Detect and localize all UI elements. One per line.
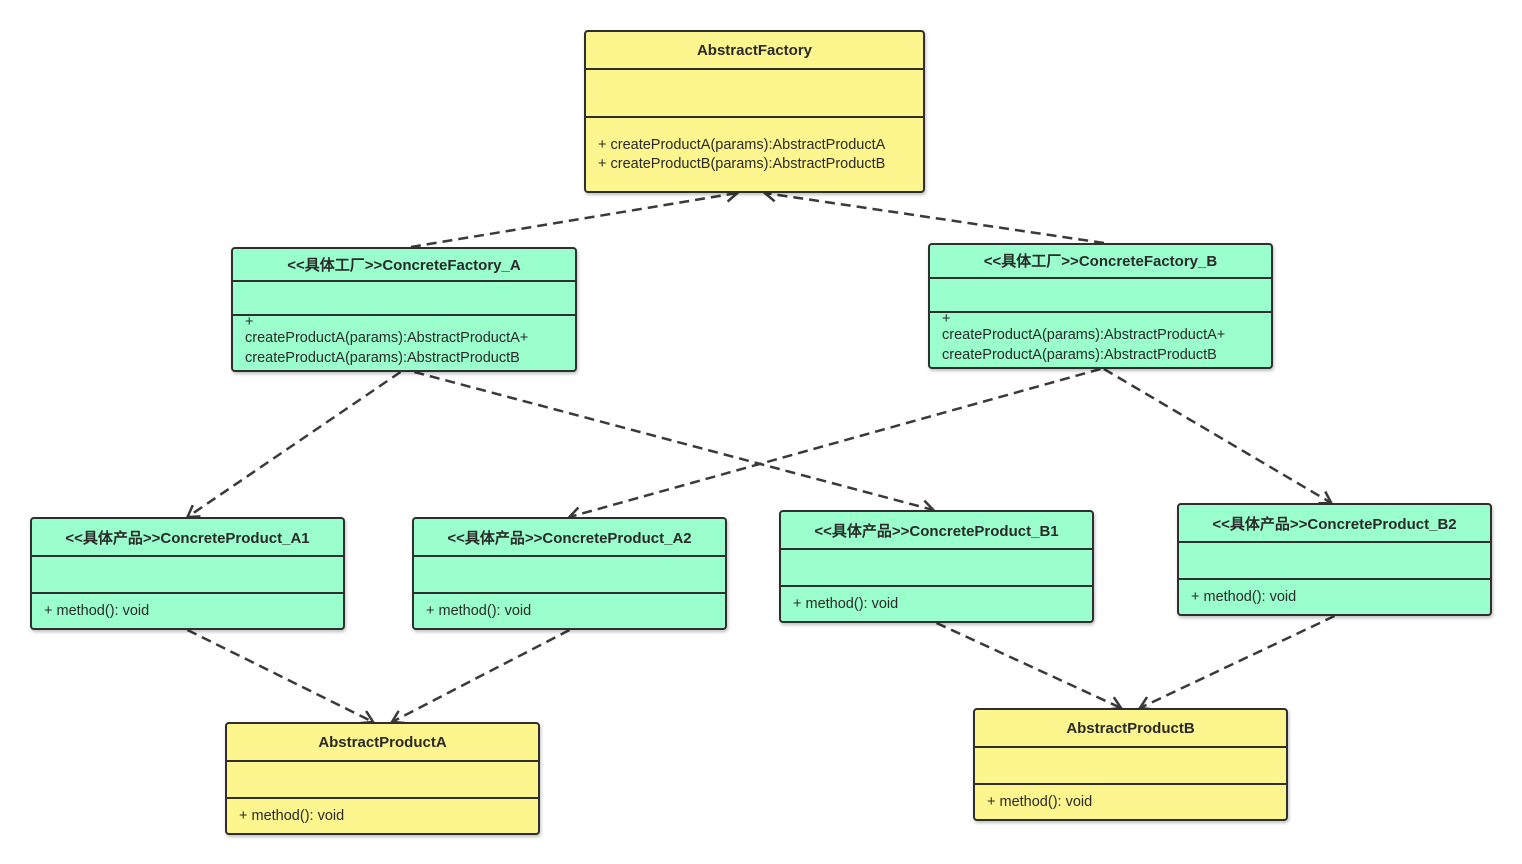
class-attributes bbox=[930, 279, 1271, 313]
class-concrete-product-b2[interactable]: <<具体产品>>ConcreteProduct_B2 + method(): v… bbox=[1177, 503, 1492, 616]
class-attributes bbox=[233, 282, 575, 316]
class-operations: + createProductA(params):AbstractProduct… bbox=[233, 314, 575, 370]
class-name: <<具体工厂>>ConcreteFactory_A bbox=[233, 249, 575, 283]
class-concrete-product-a2[interactable]: <<具体产品>>ConcreteProduct_A2 + method(): v… bbox=[412, 517, 727, 630]
relation-line-dependency bbox=[569, 367, 1101, 519]
class-name: <<具体产品>>ConcreteProduct_A2 bbox=[414, 519, 725, 557]
operation: + method(): void bbox=[1191, 588, 1297, 605]
class-name: <<具体产品>>ConcreteProduct_B2 bbox=[1179, 505, 1490, 543]
class-name: <<具体产品>>ConcreteProduct_A1 bbox=[32, 519, 343, 557]
operation: + createProductB(params):AbstractProduct… bbox=[598, 155, 886, 172]
class-operations: + method(): void bbox=[781, 587, 1092, 621]
class-name: <<具体产品>>ConcreteProduct_B1 bbox=[781, 512, 1092, 550]
operation: createProductA(params):AbstractProductB bbox=[245, 349, 520, 366]
class-abstract-product-a[interactable]: AbstractProductA + method(): void bbox=[225, 722, 540, 835]
class-concrete-factory-b[interactable]: <<具体工厂>>ConcreteFactory_B + createProduc… bbox=[928, 243, 1273, 369]
relation-line-dependency bbox=[186, 370, 402, 519]
class-name: AbstractFactory bbox=[586, 32, 923, 70]
operation: + method(): void bbox=[239, 807, 345, 824]
class-operations: + method(): void bbox=[414, 594, 725, 628]
class-attributes bbox=[1179, 543, 1490, 580]
class-attributes bbox=[975, 748, 1286, 785]
class-concrete-factory-a[interactable]: <<具体工厂>>ConcreteFactory_A + createProduc… bbox=[231, 247, 577, 372]
relation-line-realization bbox=[935, 621, 1122, 710]
operation: + method(): void bbox=[987, 793, 1093, 810]
operation: + method(): void bbox=[44, 602, 150, 619]
class-name: AbstractProductB bbox=[975, 710, 1286, 748]
class-attributes bbox=[781, 550, 1092, 587]
class-operations: + method(): void bbox=[975, 785, 1286, 819]
class-attributes bbox=[586, 70, 923, 118]
arrowhead-icon bbox=[1318, 490, 1334, 505]
relation-line-realization bbox=[764, 191, 1105, 245]
class-operations: + createProductA(params):AbstractProduct… bbox=[930, 311, 1271, 367]
operation: createProductA(params):AbstractProductA+ bbox=[245, 330, 529, 346]
relation-line-realization bbox=[410, 191, 738, 249]
class-abstract-product-b[interactable]: AbstractProductB + method(): void bbox=[973, 708, 1288, 821]
relation-line-realization bbox=[1139, 614, 1336, 710]
operation: createProductA(params):AbstractProductB bbox=[942, 346, 1217, 363]
relation-line-dependency bbox=[414, 370, 934, 512]
class-concrete-product-b1[interactable]: <<具体产品>>ConcreteProduct_B1 + method(): v… bbox=[779, 510, 1094, 623]
class-operations: + method(): void bbox=[32, 594, 343, 628]
class-concrete-product-a1[interactable]: <<具体产品>>ConcreteProduct_A1 + method(): v… bbox=[30, 517, 345, 630]
operation: createProductA(params):AbstractProductA+ bbox=[942, 327, 1226, 343]
class-operations: + method(): void bbox=[227, 799, 538, 833]
operation: + method(): void bbox=[793, 595, 899, 612]
operation: + createProductA(params):AbstractProduct… bbox=[598, 136, 886, 153]
relation-line-realization bbox=[186, 628, 374, 724]
operation: + method(): void bbox=[426, 602, 532, 619]
class-operations: + method(): void bbox=[1179, 580, 1490, 614]
class-attributes bbox=[414, 557, 725, 594]
class-name: <<具体工厂>>ConcreteFactory_B bbox=[930, 245, 1271, 279]
class-attributes bbox=[32, 557, 343, 594]
operation: + bbox=[245, 314, 254, 330]
relation-line-dependency bbox=[1103, 367, 1332, 505]
class-name: AbstractProductA bbox=[227, 724, 538, 762]
class-attributes bbox=[227, 762, 538, 799]
class-abstract-factory[interactable]: AbstractFactory + createProductA(params)… bbox=[584, 30, 925, 193]
class-operations: + createProductA(params):AbstractProduct… bbox=[586, 118, 923, 191]
relation-line-realization bbox=[391, 628, 571, 724]
operation: + bbox=[942, 311, 951, 327]
